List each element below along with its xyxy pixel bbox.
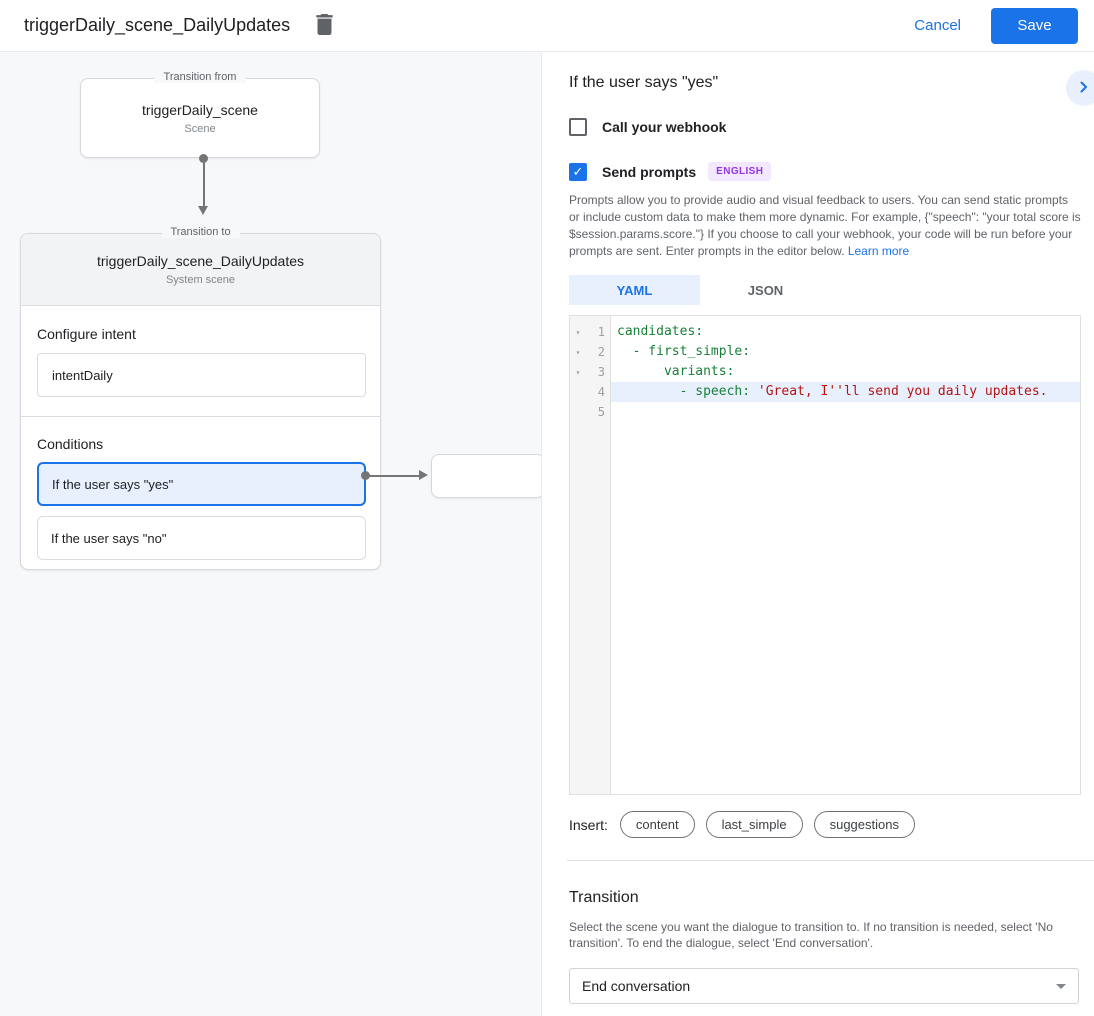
code-area[interactable]: candidates: - first_simple: variants: - … <box>611 316 1080 794</box>
configure-intent-label: Configure intent <box>37 326 136 342</box>
chevron-right-icon <box>1078 81 1090 96</box>
prompts-checkbox[interactable]: ✓ <box>569 162 587 181</box>
prompts-label: Send prompts <box>602 163 697 180</box>
transition-select[interactable]: End conversation <box>569 968 1079 1004</box>
target-scene-title: triggerDaily_scene_DailyUpdates <box>97 253 304 269</box>
prompts-description-text: Prompts allow you to provide audio and v… <box>569 193 1081 258</box>
section-divider <box>21 416 380 417</box>
webhook-row: Call your webhook <box>569 118 1078 136</box>
chip-content[interactable]: content <box>619 811 695 838</box>
arrow-right-icon <box>419 470 428 480</box>
fold-icon[interactable]: ▾ <box>575 347 581 357</box>
prompts-description: Prompts allow you to provide audio and v… <box>569 192 1081 260</box>
learn-more-link[interactable]: Learn more <box>847 244 910 258</box>
flow-canvas: Transition from triggerDaily_scene Scene… <box>0 52 541 1016</box>
detail-title: If the user says "yes" <box>569 74 719 91</box>
trash-icon <box>315 13 334 38</box>
fold-icon[interactable]: ▾ <box>575 327 581 337</box>
line-number: 5 <box>597 405 605 419</box>
prompts-row: ✓ Send prompts ENGLISH <box>569 162 1078 181</box>
code-token: variants: <box>617 364 735 379</box>
connector-dot <box>361 471 370 480</box>
conditions-label: Conditions <box>37 436 104 452</box>
editor-tabs: YAML JSON <box>569 275 1078 305</box>
line-number: 2 <box>597 345 605 359</box>
code-token: 'Great, I''ll send you daily updates. <box>757 384 1048 399</box>
code-token: candidates: <box>617 324 704 339</box>
condition-item-no[interactable]: If the user says "no" <box>37 516 366 560</box>
gutter-row: ▾ 1 <box>570 322 610 342</box>
code-line: - first_simple: <box>611 342 1080 362</box>
gutter-row: 5 <box>570 402 610 422</box>
scene-title: triggerDaily_scene <box>142 101 258 118</box>
arrow-down-icon <box>198 206 208 215</box>
tab-yaml[interactable]: YAML <box>569 275 700 305</box>
check-icon: ✓ <box>572 163 584 179</box>
fold-icon[interactable]: ▾ <box>575 367 581 377</box>
transition-to-box: Transition to triggerDaily_scene_DailyUp… <box>20 226 381 570</box>
connector-line <box>202 162 205 208</box>
top-bar: triggerDaily_scene_DailyUpdates Cancel S… <box>0 0 1094 52</box>
intent-input[interactable]: intentDaily <box>37 353 366 397</box>
code-token: - speech: <box>617 384 758 399</box>
target-scene-header[interactable]: triggerDaily_scene_DailyUpdates System s… <box>21 234 380 306</box>
editor-gutter: ▾ 1 ▾ 2 ▾ 3 4 5 <box>570 316 611 794</box>
connector-arrow-right <box>361 470 433 481</box>
gutter-row: 4 <box>570 382 610 402</box>
tab-json[interactable]: JSON <box>747 282 784 298</box>
insert-row: Insert: content last_simple suggestions <box>569 811 1078 838</box>
page-title: triggerDaily_scene_DailyUpdates <box>24 15 291 35</box>
code-line: candidates: <box>611 322 1080 342</box>
connector-dot <box>199 154 208 163</box>
chip-suggestions[interactable]: suggestions <box>813 811 915 838</box>
connector-line <box>369 474 421 477</box>
webhook-checkbox[interactable] <box>569 118 587 136</box>
line-number: 3 <box>597 365 605 379</box>
code-line-highlighted: - speech: 'Great, I''ll send you daily u… <box>611 382 1080 402</box>
save-button[interactable]: Save <box>991 7 1078 44</box>
panel-divider <box>567 860 1094 861</box>
condition-item-yes[interactable]: If the user says "yes" <box>37 462 366 506</box>
next-scene-box[interactable] <box>431 454 541 498</box>
gutter-row: ▾ 2 <box>570 342 610 362</box>
insert-label: Insert: <box>569 816 608 833</box>
code-editor[interactable]: ▾ 1 ▾ 2 ▾ 3 4 5 candidates: - first_sim <box>569 315 1081 795</box>
transition-to-legend: Transition to <box>161 226 240 238</box>
cancel-button[interactable]: Cancel <box>914 17 961 34</box>
line-number: 1 <box>597 325 605 339</box>
transition-from-box[interactable]: Transition from triggerDaily_scene Scene <box>80 71 320 158</box>
delete-button[interactable] <box>308 10 340 42</box>
collapse-panel-button[interactable] <box>1066 70 1094 106</box>
caret-down-icon <box>1056 983 1066 989</box>
code-line <box>611 402 1080 422</box>
transition-from-legend: Transition from <box>154 71 246 83</box>
gutter-row: ▾ 3 <box>570 362 610 382</box>
chip-last-simple[interactable]: last_simple <box>705 811 803 838</box>
configure-intent-section: Configure intent intentDaily <box>21 306 380 416</box>
code-token: - first_simple: <box>617 344 751 359</box>
conditions-section: Conditions If the user says "yes" If the… <box>21 417 380 560</box>
condition-detail-panel: If the user says "yes" Call your webhook… <box>541 52 1094 1016</box>
connector-arrow-down <box>198 154 208 216</box>
webhook-label: Call your webhook <box>602 119 727 135</box>
language-badge: ENGLISH <box>708 162 772 181</box>
transition-description: Select the scene you want the dialogue t… <box>569 920 1053 950</box>
transition-select-value: End conversation <box>582 978 691 994</box>
target-scene-subtitle: System scene <box>165 274 236 286</box>
transition-title: Transition <box>569 889 639 906</box>
line-number: 4 <box>597 385 605 399</box>
code-line: variants: <box>611 362 1080 382</box>
scene-subtitle: Scene <box>184 122 216 135</box>
